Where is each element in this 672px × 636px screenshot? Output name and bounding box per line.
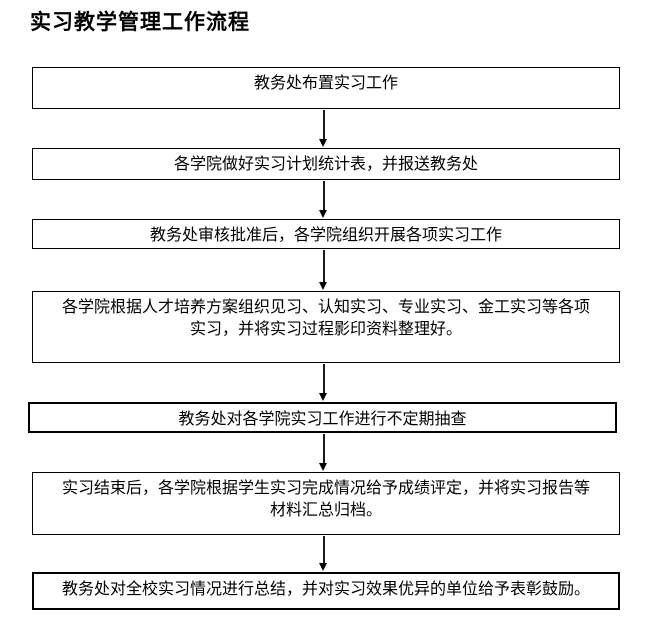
flow-step-text: 实习，并将实习过程影印资料整理好。 [189,321,462,338]
arrow-line [323,250,325,283]
flow-step-text: 教务处对全校实习情况进行总结，并对实习效果优异的单位给予表彰鼓励。 [61,581,590,598]
arrow-down-icon [319,563,327,571]
arrow-line [323,434,325,464]
flow-arrow [318,364,329,401]
page-title: 实习教学管理工作流程 [30,11,250,34]
flow-arrow [318,536,329,571]
flow-step-1: 教务处布置实习工作 [32,67,620,109]
flow-step-text: 各学院根据人才培养方案组织见习、认知实习、专业实习、金工实习等各项 [61,299,590,316]
flow-step-text: 教务处对各学院实习工作进行不定期抽查 [178,411,467,428]
flow-step-text: 材料汇总归档。 [269,502,382,519]
arrow-down-icon [319,393,327,401]
flow-step-4: 各学院根据人才培养方案组织见习、认知实习、专业实习、金工实习等各项 实习，并将实… [32,291,620,363]
arrow-down-icon [319,463,327,471]
arrow-line [323,181,325,211]
flow-step-2: 各学院做好实习计划统计表，并报送教务处 [32,148,620,180]
flow-arrow [318,181,329,218]
arrow-line [323,364,325,394]
flow-step-text: 教务处布置实习工作 [253,75,398,92]
flow-arrow [318,110,329,147]
flow-step-3: 教务处审核批准后，各学院组织开展各项实习工作 [32,219,620,249]
flow-arrow [318,250,329,290]
flow-step-text: 教务处审核批准后，各学院组织开展各项实习工作 [149,227,502,244]
arrow-down-icon [319,139,327,147]
flow-arrow [318,434,329,471]
flow-step-text: 实习结束后，各学院根据学生实习完成情况给予成绩评定，并将实习报告等 [61,480,590,497]
arrow-down-icon [319,282,327,290]
arrow-line [323,536,325,564]
arrow-line [323,110,325,140]
flow-step-7: 教务处对全校实习情况进行总结，并对实习效果优异的单位给予表彰鼓励。 [32,572,620,610]
flow-step-text: 各学院做好实习计划统计表，并报送教务处 [173,156,478,173]
flow-step-6: 实习结束后，各学院根据学生实习完成情况给予成绩评定，并将实习报告等 材料汇总归档… [32,472,620,535]
arrow-down-icon [319,210,327,218]
flow-step-5: 教务处对各学院实习工作进行不定期抽查 [28,402,617,433]
